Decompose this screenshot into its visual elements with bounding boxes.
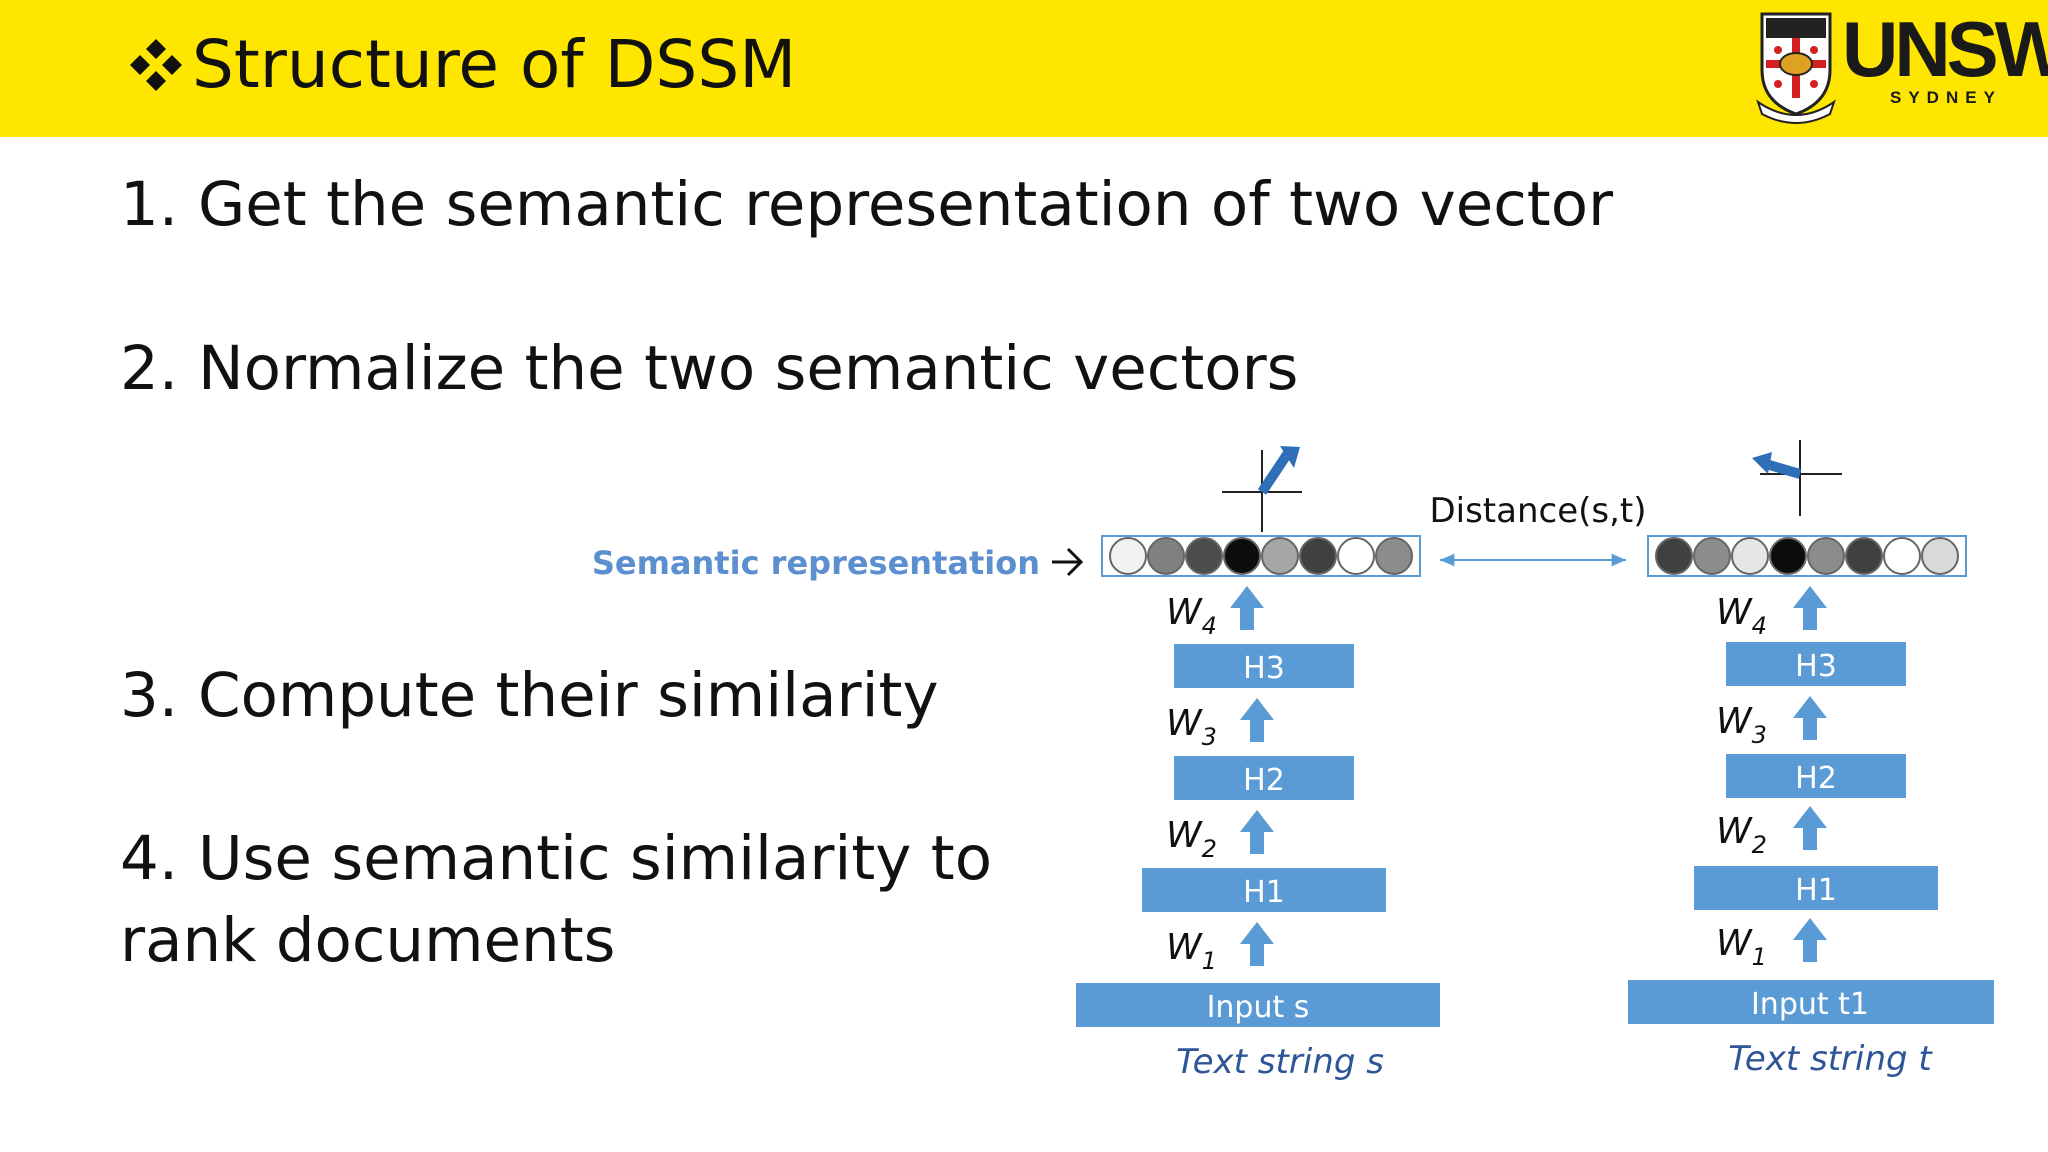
- hidden-layer-label: H3: [1795, 649, 1837, 684]
- input-layer-label: Input t1: [1751, 987, 1869, 1022]
- hidden-layer-box: [1174, 644, 1354, 688]
- logo-wordmark: UNSW: [1842, 5, 2048, 93]
- text-string-caption: Text string s: [1176, 1042, 1384, 1082]
- slide-title-text: Structure of DSSM: [192, 26, 797, 103]
- neuron-node: [1807, 537, 1845, 575]
- step-2: 2. Normalize the two semantic vectors: [120, 328, 1298, 410]
- step-text: Get the semantic representation of two v…: [198, 169, 1614, 240]
- step-text: Use semantic similarity to: [198, 823, 993, 894]
- step-number: 4.: [120, 823, 179, 894]
- up-arrow-icon: [1793, 806, 1827, 850]
- vector-arrowhead-icon: [1752, 452, 1772, 474]
- weight-label: W1: [1166, 927, 1217, 975]
- weight-label: W3: [1166, 703, 1217, 751]
- hidden-layer-box: [1726, 754, 1906, 798]
- hidden-layer-label: H2: [1243, 763, 1285, 798]
- up-arrow-icon: [1793, 918, 1827, 962]
- text-string-caption: Text string t: [1728, 1039, 1933, 1079]
- weight-label: W2: [1166, 815, 1217, 863]
- hidden-layer-label: H2: [1795, 761, 1837, 796]
- normalized-vector-icon: [1257, 447, 1295, 495]
- up-arrow-icon: [1793, 696, 1827, 740]
- input-layer-box: [1628, 980, 1994, 1024]
- up-arrow-icon: [1240, 922, 1274, 966]
- neuron-node: [1185, 537, 1223, 575]
- title-bar: Structure of DSSM UNSW SYDNEY: [0, 0, 2048, 137]
- neuron-node: [1375, 537, 1413, 575]
- hidden-layer-label: H3: [1243, 651, 1285, 686]
- neuron-node: [1337, 537, 1375, 575]
- step-text: Compute their similarity: [198, 660, 939, 731]
- step-text: Normalize the two semantic vectors: [198, 333, 1299, 404]
- neuron-node: [1769, 537, 1807, 575]
- semantic-vector-frame: [1101, 535, 1421, 577]
- slide-title: Structure of DSSM: [124, 26, 796, 103]
- vector-arrowhead-icon: [1280, 446, 1300, 468]
- hidden-layer-label: H1: [1243, 875, 1285, 910]
- neuron-node: [1109, 537, 1147, 575]
- up-arrow-icon: [1240, 810, 1274, 854]
- neuron-node: [1223, 537, 1261, 575]
- neuron-node: [1299, 537, 1337, 575]
- step-1: 1. Get the semantic representation of two…: [120, 164, 1613, 246]
- step-number: 2.: [120, 333, 179, 404]
- hidden-layer-box: [1726, 642, 1906, 686]
- neuron-node: [1921, 537, 1959, 575]
- hidden-layer-label: H1: [1795, 873, 1837, 908]
- left-tower: W4 H3 W3 H2 W2 H1 W1 Input s Text string…: [1076, 446, 1440, 1082]
- diamond-bullet-icon: [130, 38, 182, 91]
- weight-label: W4: [1716, 592, 1767, 640]
- weight-label: W1: [1716, 923, 1767, 971]
- weight-label: W3: [1716, 701, 1767, 749]
- neuron-node: [1655, 537, 1693, 575]
- weight-label: W4: [1166, 592, 1217, 640]
- hidden-layer-box: [1694, 866, 1938, 910]
- step-number: 3.: [120, 660, 179, 731]
- hidden-layer-box: [1142, 868, 1386, 912]
- normalized-vector-icon: [1764, 459, 1802, 479]
- step-number: 1.: [120, 169, 179, 240]
- right-tower: W4 H3 W3 H2 W2 H1 W1 Input t1 Text strin…: [1628, 440, 1994, 1079]
- step-text-continuation: rank documents: [120, 905, 616, 976]
- distance-label: Distance(s,t): [1429, 491, 1646, 531]
- neuron-node: [1845, 537, 1883, 575]
- up-arrow-icon: [1230, 586, 1264, 630]
- semantic-vector: [1655, 537, 1959, 575]
- up-arrow-icon: [1793, 586, 1827, 630]
- semantic-vector: [1109, 537, 1413, 575]
- up-arrow-icon: [1240, 698, 1274, 742]
- logo-subtitle: SYDNEY: [1890, 88, 2002, 107]
- semantic-representation-label: Semantic representation: [592, 544, 1040, 582]
- step-4: 4. Use semantic similarity to rank docume…: [120, 818, 992, 982]
- pointer-arrow-icon: [1052, 547, 1084, 577]
- unsw-logo: UNSW SYDNEY: [1756, 4, 2048, 130]
- step-3: 3. Compute their similarity: [120, 655, 939, 737]
- neuron-node: [1147, 537, 1185, 575]
- neuron-node: [1731, 537, 1769, 575]
- input-layer-box: [1076, 983, 1440, 1027]
- neuron-node: [1261, 537, 1299, 575]
- weight-label: W2: [1716, 811, 1767, 859]
- crest-icon: [1756, 12, 1836, 124]
- input-layer-label: Input s: [1207, 990, 1310, 1025]
- neuron-node: [1693, 537, 1731, 575]
- neuron-node: [1883, 537, 1921, 575]
- hidden-layer-box: [1174, 756, 1354, 800]
- semantic-vector-frame: [1647, 535, 1967, 577]
